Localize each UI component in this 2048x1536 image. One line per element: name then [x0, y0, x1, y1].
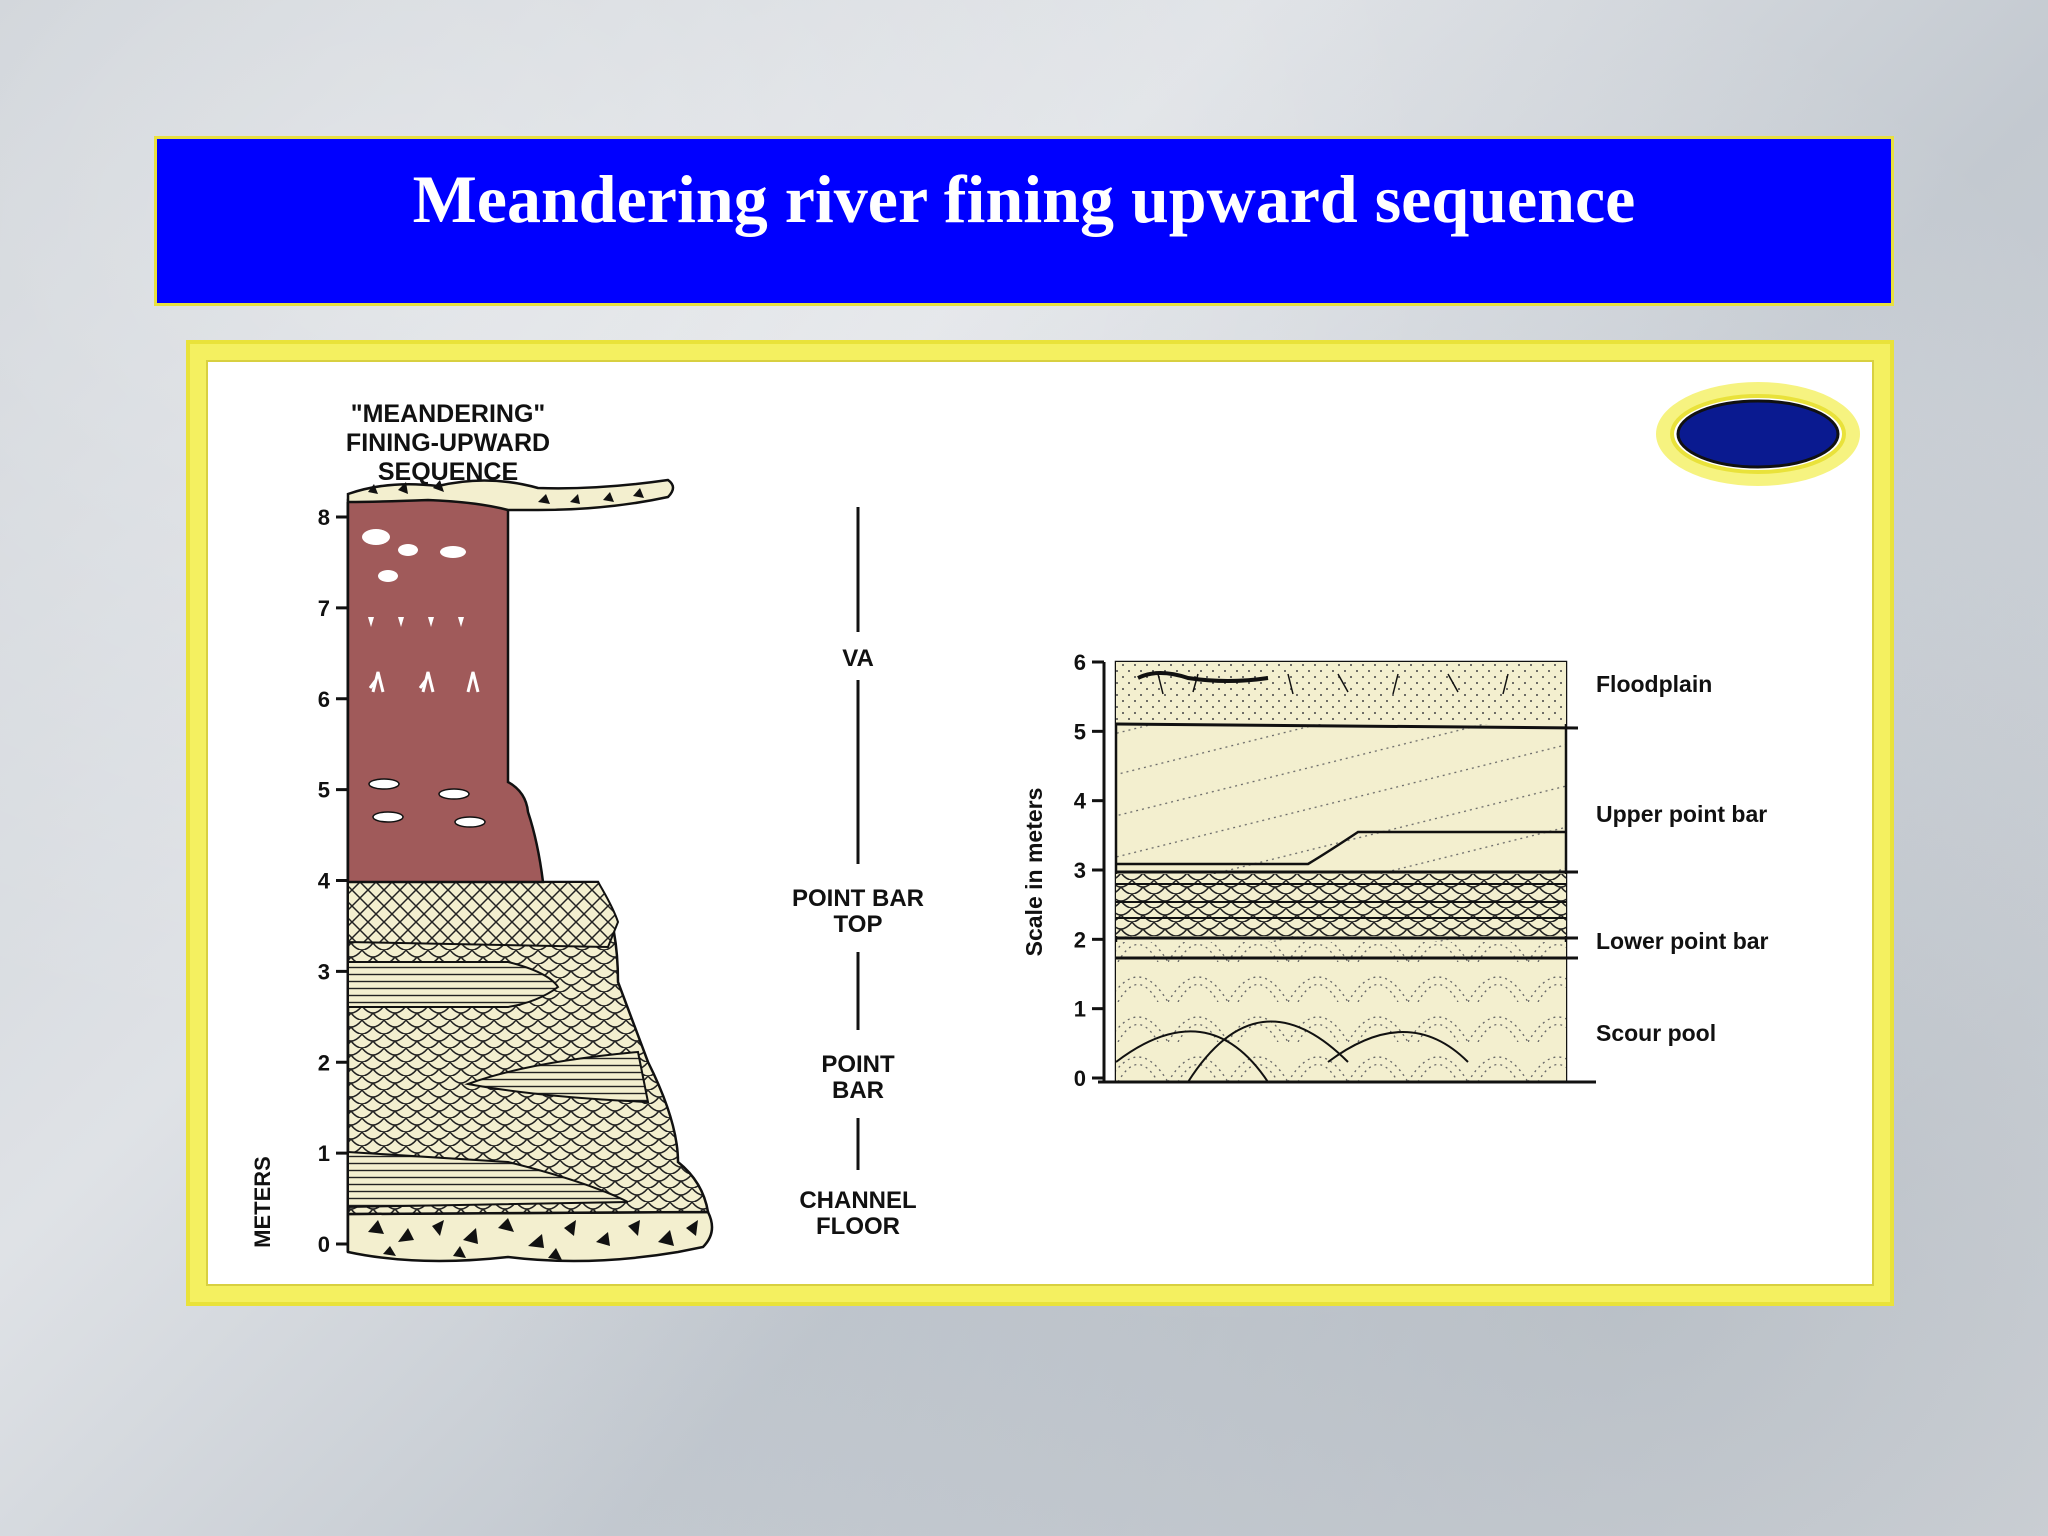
zone-upper-point-bar: Upper point bar — [1596, 801, 1767, 827]
left-axis-tick-label: 2 — [318, 1050, 330, 1075]
right-axis-tick-label: 1 — [1074, 997, 1086, 1022]
label-va: VA — [842, 645, 874, 672]
scour-troughs — [1115, 1020, 1469, 1083]
burrow-traces — [368, 778, 486, 828]
left-axis-tick-label: 1 — [318, 1141, 330, 1166]
column-heading-line-2: FINING-UPWARD — [346, 429, 550, 457]
gravel-clasts — [368, 1218, 698, 1260]
right-axis-tick-label: 6 — [1074, 650, 1086, 675]
laminated-lens-lower — [347, 1150, 629, 1209]
blue-oval-icon — [1656, 382, 1860, 486]
boundary-floodplain — [1115, 722, 1579, 730]
zone-lower-point-bar: Lower point bar — [1596, 928, 1769, 954]
left-axis-tick-label: 0 — [318, 1232, 330, 1257]
floodplain-body — [1116, 662, 1566, 724]
floodplain-roots — [1157, 673, 1509, 695]
zone-scour-pool: Scour pool — [1596, 1020, 1716, 1046]
label-channel-floor-2: FLOOR — [816, 1213, 900, 1240]
right-axis-tick-label: 3 — [1074, 858, 1086, 883]
right-axis-ticks: 0 1 2 3 4 5 6 — [1074, 650, 1104, 1091]
label-point-bar-top-2: TOP — [834, 911, 883, 938]
floodplain-mudstone — [346, 498, 545, 884]
point-bar-top-crossbeds — [347, 881, 620, 949]
soil-clasts — [368, 480, 644, 504]
laminated-lens-middle — [464, 1050, 650, 1104]
zone-floodplain: Floodplain — [1596, 671, 1712, 697]
caliche-nodules — [362, 529, 466, 582]
right-axis-tick-label: 4 — [1074, 789, 1087, 814]
label-point-bar-top-1: POINT BAR — [792, 885, 924, 912]
left-axis-tick-label: 7 — [318, 596, 330, 621]
label-point-bar-1: POINT — [821, 1051, 895, 1078]
laminated-lens-upper — [347, 961, 560, 1008]
left-axis-tick-label: 3 — [318, 959, 330, 984]
label-channel-floor-1: CHANNEL — [799, 1187, 916, 1214]
title-banner: Meandering river fining upward sequence — [154, 136, 1894, 306]
left-axis-tick-label: 4 — [318, 869, 331, 894]
diagram-svg: "MEANDERING" FINING-UPWARD SEQUENCE 0123… — [250, 382, 1860, 1263]
left-axis-tick-label: 5 — [318, 778, 330, 803]
right-axis-tick-label: 0 — [1074, 1066, 1086, 1091]
floodplain-channel-fill — [1137, 671, 1269, 683]
root-marks — [368, 617, 480, 693]
scour-pool-body — [1116, 942, 1566, 1082]
left-axis-label: METERS — [250, 1156, 275, 1248]
soil-cap — [346, 478, 675, 512]
slide-title: Meandering river fining upward sequence — [412, 161, 1636, 237]
right-section — [1098, 660, 1596, 1084]
right-axis-label: Scale in meters — [1021, 788, 1047, 957]
point-bar-accretion-surface — [1116, 830, 1566, 866]
left-axis-tick-label: 6 — [318, 687, 330, 712]
left-axis-tick-label: 8 — [318, 505, 330, 530]
right-axis-tick-label: 2 — [1074, 927, 1086, 952]
column-heading-line-1: "MEANDERING" — [351, 400, 546, 428]
left-axis-ticks: 0 1 2 3 4 5 6 7 8 — [318, 505, 348, 1257]
right-axis-tick-label: 5 — [1074, 719, 1086, 744]
label-point-bar-2: BAR — [832, 1077, 884, 1104]
